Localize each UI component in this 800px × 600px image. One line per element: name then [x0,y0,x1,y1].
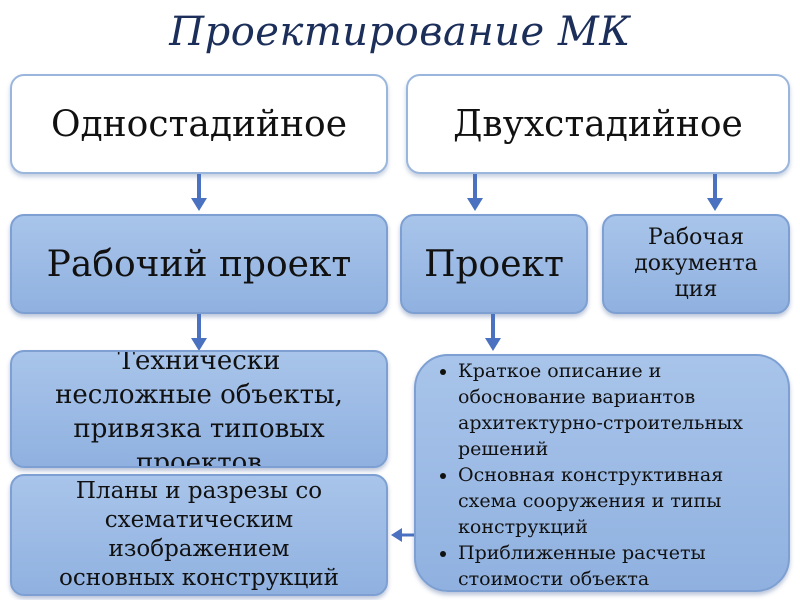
arrow-single-to-working-project [190,174,208,212]
arrow-project-to-contents [484,314,502,352]
working-project-box: Рабочий проект [10,214,388,314]
project-contents-item: Основная конструктивная схема сооружения… [458,462,778,540]
plans-line: основных конструкций [58,565,339,591]
project-contents-list: Краткое описание и обоснование вариантов… [432,358,778,590]
plans-line: изображением [108,536,290,562]
simple-objects-line: несложные объекты, [55,380,343,410]
simple-objects-line: проектов [136,448,262,468]
working-docs-line: Рабочая [648,225,744,250]
plans-line: Планы и разрезы со [75,478,323,504]
working-project-label: Рабочий проект [46,243,352,285]
single-stage-label: Одностадийное [50,103,347,145]
simple-objects-box: Технически несложные объекты, привязка т… [10,350,388,468]
plans-line: схематическим [104,507,294,533]
project-contents-item: Краткое описание и обоснование вариантов… [458,358,778,462]
simple-objects-line: Технически [117,350,281,376]
plans-box: Планы и разрезы со схематическим изображ… [10,474,388,596]
simple-objects-line: привязка типовых [73,414,325,444]
working-docs-box: Рабочая документа ция [602,214,790,314]
two-stage-label: Двухстадийное [453,103,743,145]
two-stage-box: Двухстадийное [406,74,790,174]
project-contents-item: Приближенные расчеты стоимости объекта [458,540,778,590]
working-docs-line: ция [674,277,718,302]
single-stage-box: Одностадийное [10,74,388,174]
arrow-working-project-to-objects [190,314,208,352]
project-label: Проект [424,243,564,285]
arrow-two-stage-to-project [466,174,484,212]
diagram-title: Проектирование МК [169,9,631,55]
project-contents-box: Краткое описание и обоснование вариантов… [414,354,790,592]
arrow-contents-to-plans [390,526,416,544]
project-box: Проект [400,214,588,314]
arrow-two-stage-to-working-docs [706,174,724,212]
working-docs-line: документа [634,251,758,276]
